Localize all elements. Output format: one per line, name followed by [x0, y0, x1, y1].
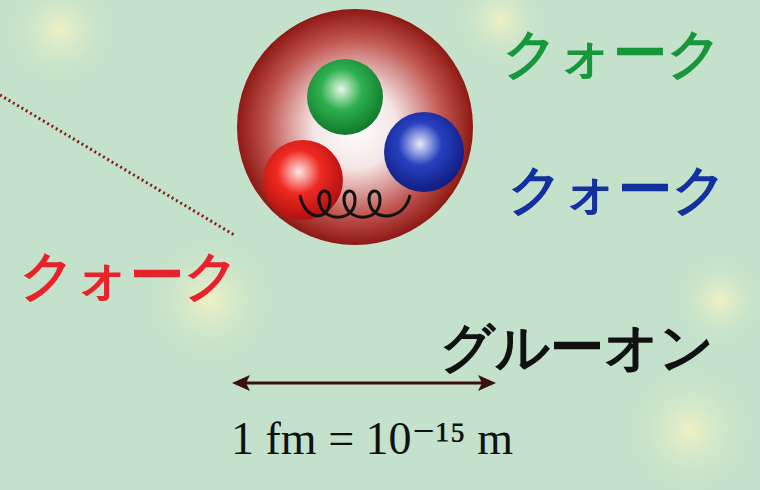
dimension-arrow — [232, 375, 496, 391]
red-quark — [263, 140, 343, 220]
quark-label: クォーク — [503, 24, 722, 83]
nucleon-sphere — [237, 9, 473, 245]
quark-label: クォーク — [20, 246, 239, 305]
blue-quark — [384, 112, 464, 192]
quark-label: クォーク — [508, 160, 727, 219]
gluon-coil — [300, 191, 410, 217]
gluon-label: グルーオン — [440, 318, 714, 377]
dimension-label: 1 fm = 10⁻¹⁵ m — [231, 414, 513, 465]
dotted-leader — [0, 95, 236, 236]
green-quark — [307, 59, 383, 135]
